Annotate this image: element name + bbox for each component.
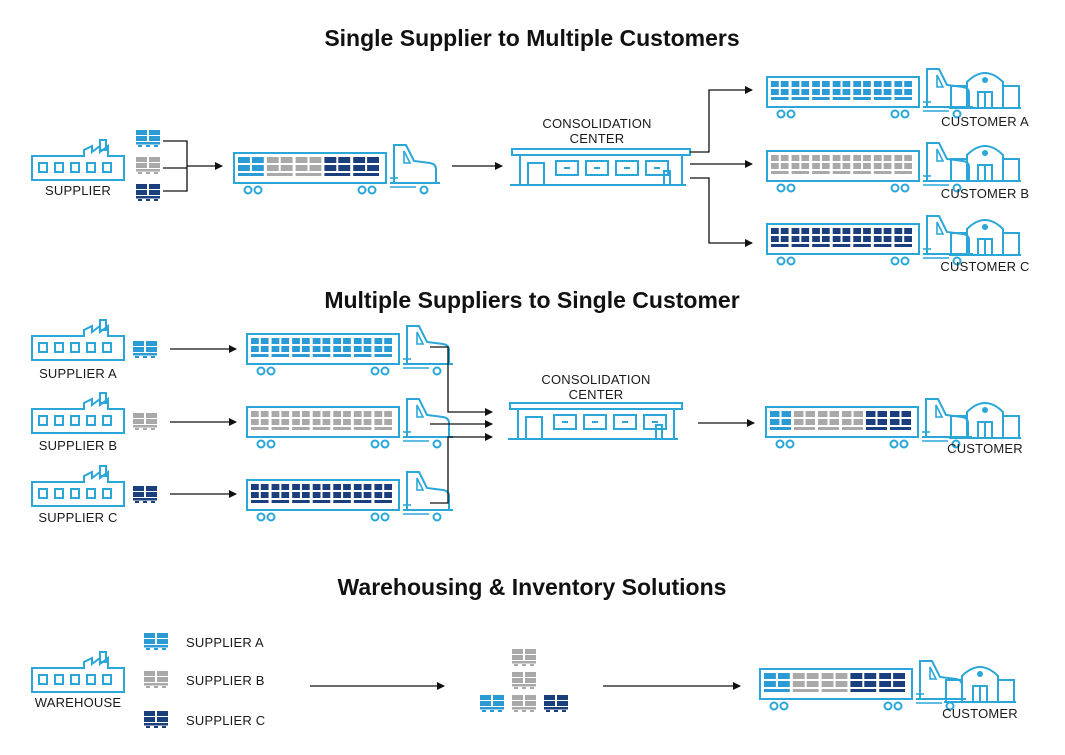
customer-c-label: CUSTOMER C (940, 259, 1029, 274)
pallet-light-icon (144, 633, 168, 650)
truck-dark-load-icon (766, 215, 973, 266)
merge-arrow-a (430, 346, 493, 416)
truck-light-load-icon (246, 325, 453, 376)
pallet-dark-icon (144, 711, 168, 728)
supplier-factory-icon (31, 139, 125, 181)
customer-building-icon (944, 666, 1016, 703)
pallet-dark-icon (133, 486, 157, 503)
center1-label-line2: CENTER (570, 131, 625, 146)
customer-building-icon (949, 72, 1021, 109)
center1-label-line1: CONSOLIDATION (542, 116, 651, 131)
merge-arrow-c (430, 433, 493, 504)
truck-mixed-load-icon (765, 398, 972, 449)
supplier-factory-icon (31, 465, 125, 507)
customer-building-icon (949, 402, 1021, 439)
section3-title: Warehousing & Inventory Solutions (338, 574, 727, 600)
section2-title: Multiple Suppliers to Single Customer (324, 287, 739, 313)
pallet-gray-icon (133, 413, 157, 430)
truck-gray-load-icon (246, 398, 453, 449)
supplier-factory-icon (31, 392, 125, 434)
consolidation-center-icon (510, 148, 691, 186)
customer-b-label: CUSTOMER B (941, 186, 1029, 201)
supplier-label: SUPPLIER (45, 183, 111, 198)
warehouse-icon (31, 651, 125, 693)
truck-mixed-load-icon (759, 660, 966, 711)
split-arrow-a (690, 86, 753, 153)
merge-connector (163, 140, 222, 192)
supplier-c-label: SUPPLIER C (38, 510, 117, 525)
truck-mixed-load-icon (233, 144, 440, 195)
supplier-factory-icon (31, 319, 125, 361)
truck-dark-load-icon (246, 471, 453, 522)
supplier-b-label: SUPPLIER B (39, 438, 118, 453)
customer-building-icon (949, 219, 1021, 256)
customer-a-label: CUSTOMER A (941, 114, 1029, 129)
customer-label: CUSTOMER (947, 441, 1023, 456)
section1-title: Single Supplier to Multiple Customers (324, 25, 739, 51)
customer-building-icon (949, 145, 1021, 182)
pallet-light-icon (133, 341, 157, 358)
inventory-pallet-stack-icon (480, 649, 568, 712)
center2-label-line2: CENTER (569, 387, 624, 402)
pallet-gray-icon (136, 157, 160, 174)
warehouse-label: WAREHOUSE (35, 695, 122, 710)
truck-light-load-icon (766, 68, 973, 119)
customer-label: CUSTOMER (942, 706, 1018, 721)
legend-supplier-b: SUPPLIER B (186, 673, 265, 688)
pallet-light-icon (136, 130, 160, 147)
consolidation-center-icon (508, 402, 683, 440)
pallet-dark-icon (136, 184, 160, 201)
legend-supplier-a: SUPPLIER A (186, 635, 264, 650)
split-arrow-c (690, 177, 753, 247)
legend-supplier-c: SUPPLIER C (186, 713, 265, 728)
center2-label-line1: CONSOLIDATION (541, 372, 650, 387)
supplier-a-label: SUPPLIER A (39, 366, 117, 381)
truck-gray-load-icon (766, 142, 973, 193)
pallet-gray-icon (144, 671, 168, 688)
